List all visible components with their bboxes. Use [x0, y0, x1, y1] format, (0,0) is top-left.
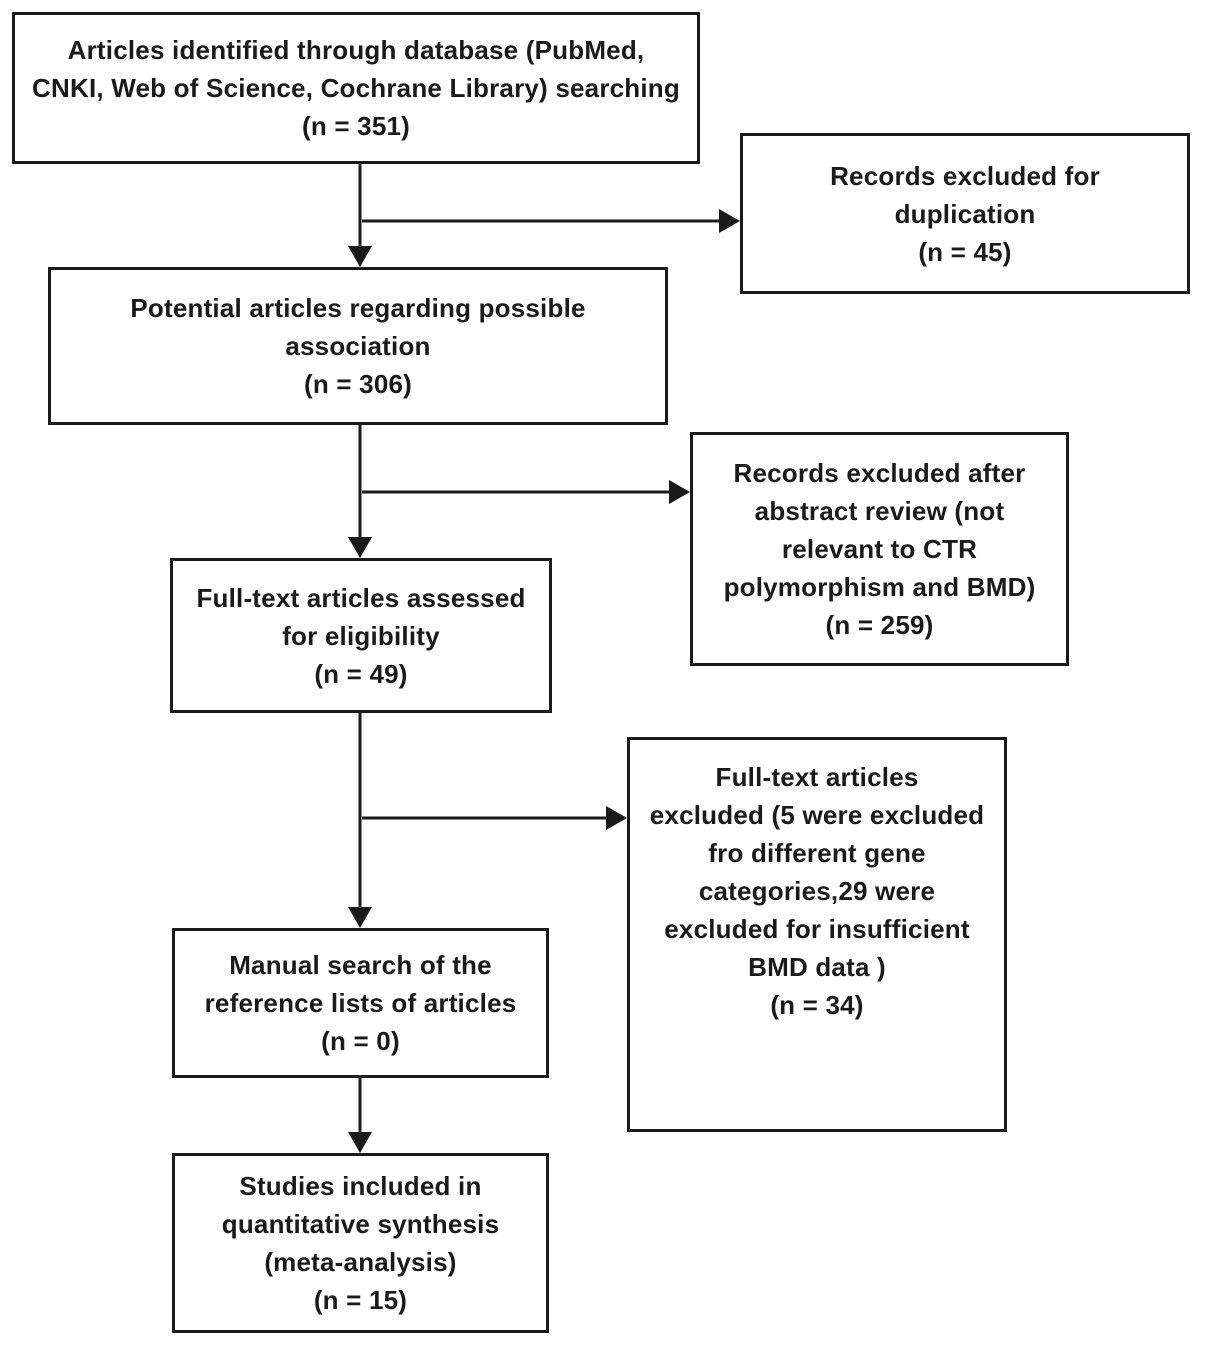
- box-records-excluded-duplication: Records excluded for duplication (n = 45…: [740, 133, 1190, 294]
- arrow-potential-to-fulltext-assessed: [348, 425, 372, 558]
- box-manual-search-references: Manual search of the reference lists of …: [172, 928, 549, 1078]
- box-articles-identified: Articles identified through database (Pu…: [12, 12, 700, 164]
- box-fulltext-articles-assessed: Full-text articles assessed for eligibil…: [170, 558, 552, 713]
- arrow-fulltext-to-manual-search: [348, 713, 372, 928]
- box-studies-included-meta-analysis: Studies included in quantitative synthes…: [172, 1153, 549, 1333]
- arrow-fulltext-to-fulltext-excluded: [362, 806, 627, 830]
- arrow-manual-to-included: [348, 1078, 372, 1153]
- box-potential-articles: Potential articles regarding possible as…: [48, 267, 668, 425]
- box-records-excluded-abstract-review: Records excluded after abstract review (…: [690, 432, 1069, 666]
- arrow-potential-to-abstract-excluded: [362, 480, 690, 504]
- arrow-identified-to-potential: [348, 164, 372, 267]
- box-fulltext-articles-excluded: Full-text articles excluded (5 were excl…: [627, 737, 1007, 1132]
- arrow-identified-to-duplication-excluded: [362, 209, 740, 233]
